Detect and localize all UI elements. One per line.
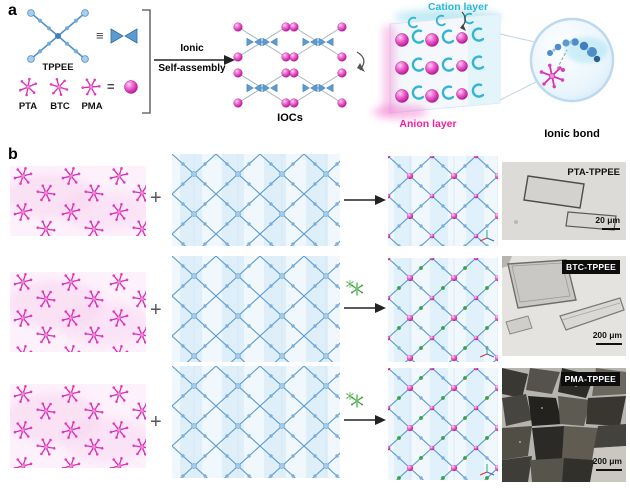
plus-symbol-2: + — [150, 299, 162, 321]
tppee-lattice-field-3 — [172, 366, 340, 478]
anion-layer-glow — [383, 26, 395, 114]
tppee-lattice-field-2 — [172, 256, 340, 362]
pma-molecule-field — [10, 384, 146, 468]
panel-a-label: a — [8, 2, 17, 19]
anion-layer-label: Anion layer — [399, 118, 457, 130]
scale-text-pma: 200 μm — [592, 456, 622, 466]
micrograph-label-btc: BTC-TPPEE — [562, 260, 620, 274]
pma-tppee-crystal-field — [388, 368, 498, 480]
pta-tppee-micrograph — [502, 162, 626, 240]
reaction-arrow-2 — [344, 303, 386, 313]
ionic-bond-label: Ionic bond — [544, 128, 600, 140]
rotate-arrow-icon — [356, 51, 365, 72]
reaction-arrow-3 — [344, 415, 386, 425]
iocs-field — [234, 23, 347, 108]
green-molecule-icon-2 — [346, 280, 364, 296]
anion-sphere-icon — [124, 80, 138, 94]
btc-tppee-crystal-field — [388, 258, 498, 362]
axis-icon — [479, 230, 495, 242]
assembly-arrow — [154, 55, 235, 65]
green-molecule-icon-3 — [346, 392, 364, 408]
reaction-arrow-1 — [344, 195, 386, 205]
bracket — [142, 9, 151, 114]
scale-text-btc: 200 μm — [592, 330, 622, 340]
cation-chain — [547, 38, 601, 63]
anion-sphere-grid — [395, 32, 468, 103]
tppee-lattice-field-1 — [172, 154, 340, 246]
iocs-label: IOCs — [277, 112, 303, 124]
micrograph-label-pma: PMA-TPPEE — [560, 372, 620, 386]
anion-molecules — [17, 74, 104, 100]
axis-icon — [479, 464, 495, 476]
cation-bowtie-icon — [110, 28, 138, 44]
tppee-equiv-symbol: ≡ — [96, 28, 104, 43]
ionic-bond-magnifier — [499, 17, 615, 103]
btc-label: BTC — [50, 101, 70, 112]
axis-icon — [479, 346, 495, 358]
plus-symbol-1: + — [150, 187, 162, 209]
tppee-label: TPPEE — [42, 62, 74, 73]
arrow-label-line1: Ionic — [180, 43, 204, 54]
btc-molecule-field — [10, 272, 146, 352]
plus-symbol-3: + — [150, 411, 162, 433]
anion-equiv-symbol: = — [107, 79, 115, 94]
panel-a-art — [17, 9, 615, 119]
panel-b-label: b — [8, 146, 18, 163]
pta-molecule-field — [10, 166, 146, 236]
micrograph-label-pta: PTA-TPPEE — [567, 167, 620, 178]
pta-tppee-crystal-field — [388, 156, 498, 246]
layered-crystal-box — [372, 9, 502, 119]
ionic-bond-dashed-line — [556, 49, 568, 70]
scale-text-pta: 20 μm — [595, 215, 620, 225]
scale-bar-pta — [602, 228, 620, 230]
pta-label: PTA — [18, 101, 38, 112]
pma-label: PMA — [81, 101, 103, 112]
scale-bar-pma — [596, 469, 622, 471]
tppee-molecule — [27, 9, 89, 63]
scale-bar-btc — [596, 343, 622, 345]
cation-layer-label: Cation layer — [427, 1, 489, 13]
arrow-label-line2: Self-assembly — [158, 63, 226, 74]
